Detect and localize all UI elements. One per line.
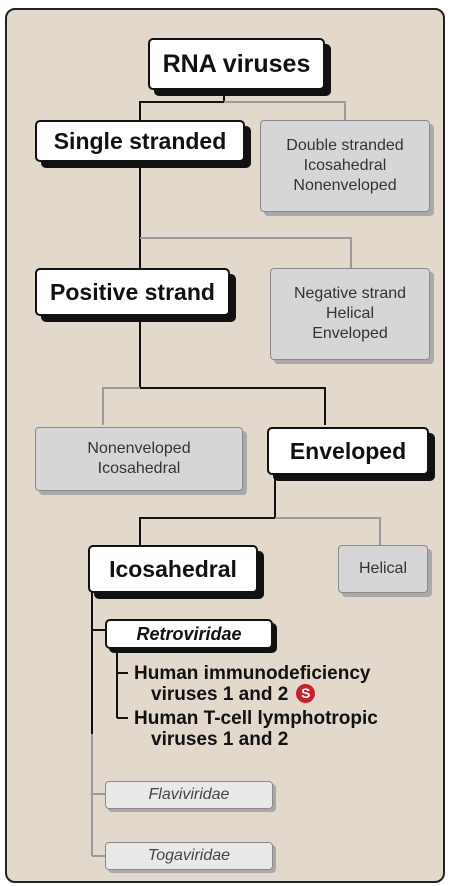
double-stranded-line3: Nonenveloped <box>293 177 397 194</box>
enveloped-box: Enveloped <box>267 427 429 475</box>
positive-strand-box: Positive strand <box>35 268 230 316</box>
helical-box: Helical <box>338 545 428 593</box>
togaviridae-box: Togaviridae <box>105 842 273 870</box>
connector-positive-strand <box>102 315 326 425</box>
enveloped-label: Enveloped <box>289 437 407 464</box>
nonenveloped-line2: Icosahedral <box>97 460 181 477</box>
virus-hiv-line1: Human immunodeficiency <box>134 663 371 684</box>
nonenveloped-box: Nonenveloped Icosahedral <box>35 427 243 491</box>
virus-hiv-line2: viruses 1 and 2 <box>151 684 289 705</box>
negative-strand-box: Negative strand Helical Enveloped <box>270 268 430 360</box>
virus-htlv-line1: Human T-cell lymphotropic <box>134 708 378 729</box>
double-stranded-line2: Icosahedral <box>303 157 387 174</box>
retroviridae-label: Retroviridae <box>136 623 242 644</box>
double-stranded-line1: Double stranded <box>286 137 404 154</box>
icosahedral-label: Icosahedral <box>109 555 237 582</box>
flaviviridae-label: Flaviviridae <box>148 786 230 803</box>
connector-retroviridae <box>116 648 128 719</box>
negative-strand-line1: Negative strand <box>293 285 407 302</box>
connector-single-stranded <box>139 160 352 268</box>
togaviridae-label: Togaviridae <box>147 847 231 864</box>
single-stranded-label: Single stranded <box>53 127 227 154</box>
negative-strand-line3: Enveloped <box>312 325 388 342</box>
root-label: RNA viruses <box>162 49 311 78</box>
root-rna-viruses: RNA viruses <box>148 38 325 90</box>
connector-icosahedral <box>91 590 105 857</box>
icosahedral-box: Icosahedral <box>88 545 258 593</box>
connector-enveloped <box>139 470 381 545</box>
flaviviridae-box: Flaviviridae <box>105 781 273 809</box>
double-stranded-box: Double stranded Icosahedral Nonenveloped <box>260 120 430 212</box>
virus-htlv-line2: viruses 1 and 2 <box>151 729 289 750</box>
positive-strand-label: Positive strand <box>50 278 215 305</box>
virus-htlv: Human T-cell lymphotropic viruses 1 and … <box>134 708 378 750</box>
negative-strand-line2: Helical <box>325 305 374 322</box>
connector-root <box>139 88 346 120</box>
retroviridae-box: Retroviridae <box>105 619 273 649</box>
helical-label: Helical <box>358 560 407 577</box>
s-badge-icon: S <box>296 684 316 704</box>
single-stranded-box: Single stranded <box>35 120 245 162</box>
nonenveloped-line1: Nonenveloped <box>87 440 191 457</box>
virus-hiv: Human immunodeficiency viruses 1 and 2 S <box>134 663 371 705</box>
